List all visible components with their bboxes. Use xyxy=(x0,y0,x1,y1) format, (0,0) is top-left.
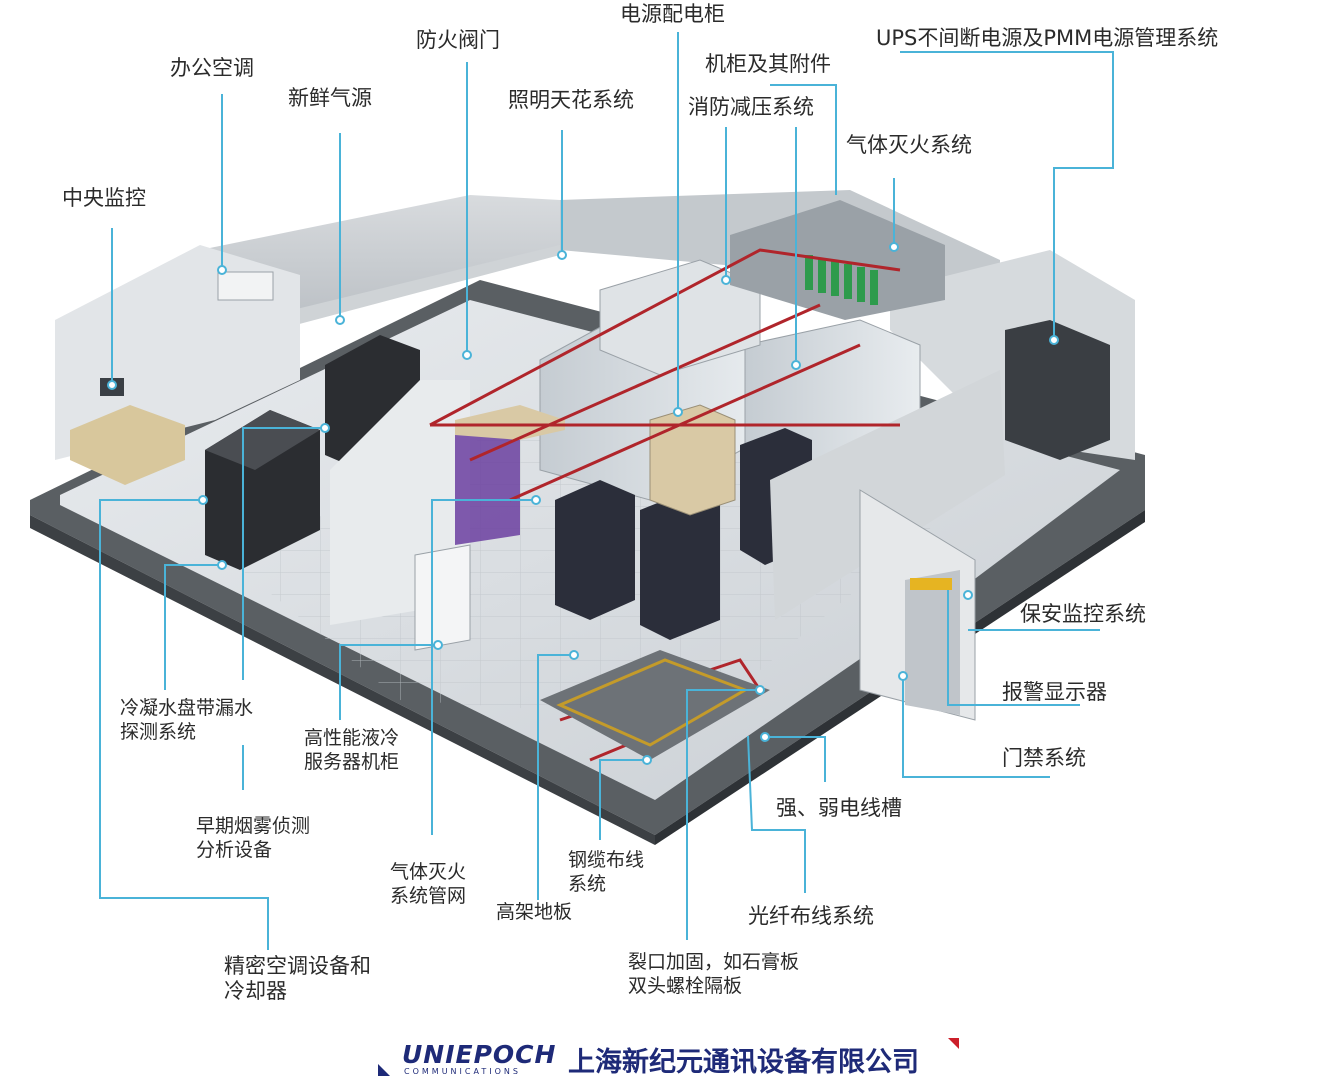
label-office-ac: 办公空调 xyxy=(170,56,254,80)
label-power-cabinet: 电源配电柜 xyxy=(620,2,725,26)
label-cable-wiring: 钢缆布线 系统 xyxy=(568,848,644,896)
label-liquid-cool-line1: 高性能液冷 xyxy=(304,727,400,749)
label-lighting-ceiling: 照明天花系统 xyxy=(508,88,634,112)
door-opening xyxy=(905,570,960,715)
label-condensate-leak-line2: 探测系统 xyxy=(120,721,197,743)
label-alarm-display: 报警显示器 xyxy=(1002,680,1107,704)
brand-mark-left xyxy=(378,1064,390,1076)
door-panel xyxy=(414,544,471,651)
label-smoke-detect: 早期烟雾侦测 分析设备 xyxy=(196,814,310,862)
label-raised-floor: 高架地板 xyxy=(496,901,573,923)
door-yellow-bar xyxy=(910,578,952,590)
brand-logo-text: UNIEPOCH xyxy=(402,1040,557,1069)
label-smoke-detect-line1: 早期烟雾侦测 xyxy=(196,815,311,837)
label-crack-reinforce-line1: 裂口加固，如石膏板 xyxy=(628,951,800,973)
label-fiber-cabling: 光纤布线系统 xyxy=(748,904,874,928)
label-smoke-detect-line2: 分析设备 xyxy=(196,839,273,861)
liquid-cooled-cabinet-2 xyxy=(640,490,720,640)
label-condensate-leak-line1: 冷凝水盘带漏水 xyxy=(120,697,254,719)
ups-unit xyxy=(1005,320,1110,460)
label-fresh-air: 新鲜气源 xyxy=(288,86,372,110)
liquid-cooled-cabinet-1 xyxy=(555,480,635,620)
label-gas-pipe-net-line1: 气体灭火 xyxy=(390,861,467,883)
label-precision-ac-line2: 冷却器 xyxy=(224,979,287,1003)
label-access-control: 门禁系统 xyxy=(1002,746,1086,770)
label-crack-reinforce-line2: 双头螺栓隔板 xyxy=(628,975,743,997)
company-name: 上海新纪元通讯设备有限公司 xyxy=(568,1047,919,1078)
label-fire-decompress: 消防减压系统 xyxy=(688,95,814,119)
label-cable-wiring-line1: 钢缆布线 xyxy=(568,849,645,871)
base-slab-side xyxy=(30,515,655,845)
label-gas-fire: 气体灭火系统 xyxy=(846,133,972,157)
label-security-monitor: 保安监控系统 xyxy=(1020,602,1146,626)
brand-logo-subtext: COMMUNICATIONS xyxy=(404,1067,521,1076)
label-crack-reinforce: 裂口加固，如石膏板 双头螺栓隔板 xyxy=(628,950,799,998)
footer-branding: UNIEPOCH COMMUNICATIONS 上海新纪元通讯设备有限公司 xyxy=(378,1036,978,1086)
rack-row-mid xyxy=(599,259,761,376)
label-condensate-leak: 冷凝水盘带漏水 探测系统 xyxy=(120,696,253,744)
gas-cylinders xyxy=(805,255,878,305)
label-ups-pmm: UPS不间断电源及PMM电源管理系统 xyxy=(876,26,1219,50)
label-gas-pipe-net-line2: 系统管网 xyxy=(390,885,467,907)
label-power-trough: 强、弱电线槽 xyxy=(776,796,902,820)
label-fire-damper: 防火阀门 xyxy=(416,28,500,52)
label-cable-wiring-line2: 系统 xyxy=(568,873,607,895)
office-desk xyxy=(70,405,185,485)
office-ac-unit xyxy=(217,271,274,301)
leader-lines xyxy=(99,32,1114,950)
front-wall-right xyxy=(770,370,1005,620)
brand-mark-right xyxy=(948,1038,959,1049)
label-precision-ac: 精密空调设备和 冷却器 xyxy=(224,954,371,1004)
leader-dots xyxy=(107,242,1059,765)
purple-enclosure xyxy=(455,430,520,545)
label-liquid-cool: 高性能液冷 服务器机柜 xyxy=(304,726,399,774)
precision-ac-top xyxy=(205,410,320,470)
label-rack-accessories: 机柜及其附件 xyxy=(705,52,831,76)
label-central-monitor: 中央监控 xyxy=(62,186,146,210)
label-precision-ac-line1: 精密空调设备和 xyxy=(224,954,371,978)
power-cabinet-beige xyxy=(649,404,736,516)
label-liquid-cool-line2: 服务器机柜 xyxy=(304,751,400,773)
label-gas-pipe-net: 气体灭火 系统管网 xyxy=(390,860,466,908)
